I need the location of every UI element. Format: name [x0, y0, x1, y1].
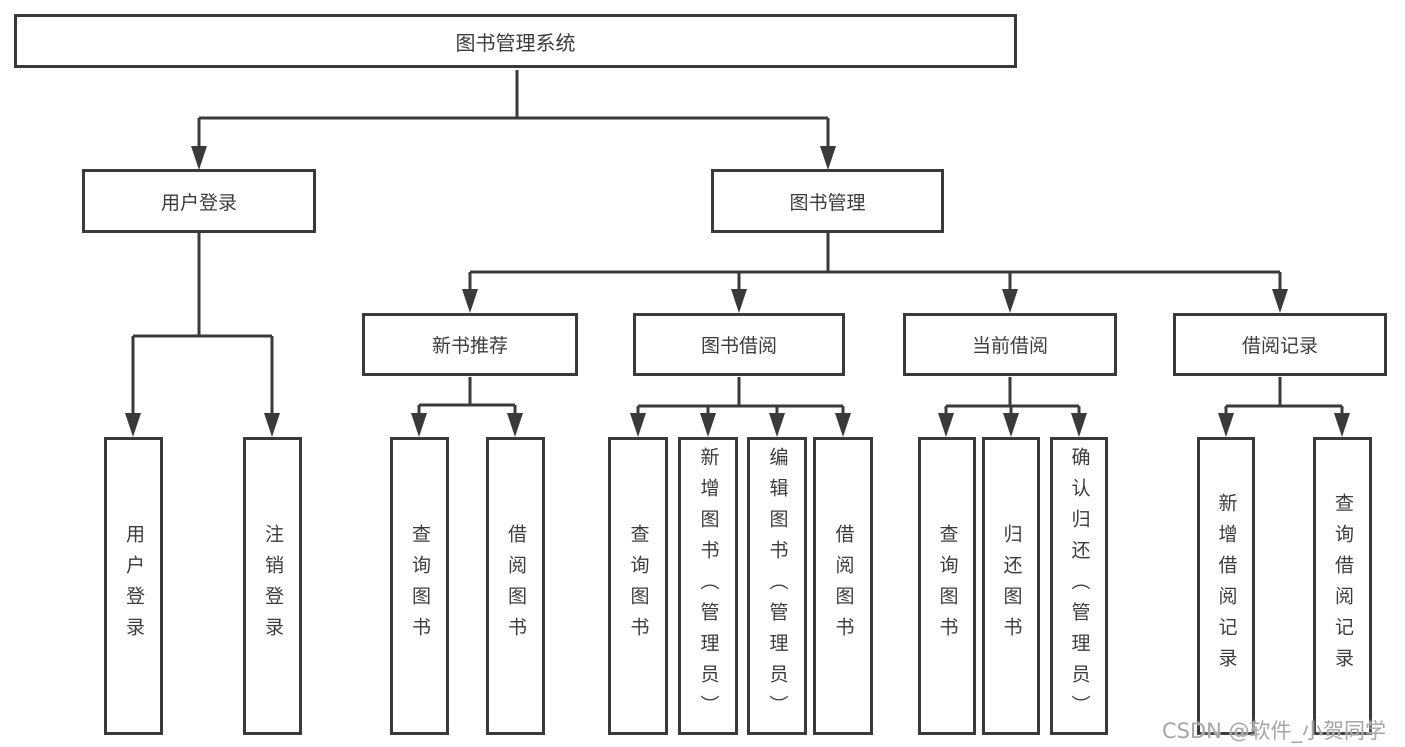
leaf-borrow-books: 借阅图书 — [813, 437, 873, 735]
leaf-user-login-label: 用户登录 — [123, 524, 145, 648]
leaf-query-borrow-record-label: 查询借阅记录 — [1332, 493, 1354, 679]
node-book-borrow: 图书借阅 — [633, 313, 845, 376]
node-book-management: 图书管理 — [711, 169, 944, 233]
node-current-borrow-label: 当前借阅 — [971, 335, 1048, 357]
node-current-borrow: 当前借阅 — [903, 313, 1117, 376]
node-new-book-recommend-label: 新书推荐 — [431, 335, 508, 357]
leaf-add-book-admin-label: 新增图书（管理员） — [697, 446, 720, 726]
leaf-query-books-borrow-label: 查询图书 — [627, 524, 650, 648]
node-borrow-records: 借阅记录 — [1173, 313, 1387, 376]
leaf-edit-book-admin-label: 编辑图书（管理员） — [766, 446, 789, 726]
watermark-text: CSDN @软件_小贺同学 — [1162, 719, 1387, 743]
connector-book-borrow-children — [630, 377, 851, 437]
leaf-logout-label: 注销登录 — [262, 524, 284, 648]
leaf-query-books-current-label: 查询图书 — [936, 524, 959, 648]
leaf-confirm-return-admin-label: 确认归还（管理员） — [1068, 446, 1091, 726]
connector-book-management-children — [462, 233, 1288, 313]
leaf-return-books: 归还图书 — [982, 437, 1040, 735]
leaf-query-borrow-record: 查询借阅记录 — [1313, 437, 1372, 735]
leaf-user-login: 用户登录 — [104, 437, 163, 735]
leaf-edit-book-admin: 编辑图书（管理员） — [747, 437, 807, 735]
node-user-login-label: 用户登录 — [160, 191, 237, 214]
leaf-query-books-borrow: 查询图书 — [608, 437, 668, 735]
connector-current-borrow-children — [938, 377, 1087, 437]
node-new-book-recommend: 新书推荐 — [362, 313, 578, 376]
node-borrow-records-label: 借阅记录 — [1241, 335, 1318, 357]
leaf-borrow-books-recommend-label: 借阅图书 — [505, 524, 527, 648]
node-user-login: 用户登录 — [82, 169, 316, 233]
leaf-add-borrow-record: 新增借阅记录 — [1197, 437, 1255, 735]
node-book-borrow-label: 图书借阅 — [700, 335, 777, 357]
leaf-confirm-return-admin: 确认归还（管理员） — [1050, 437, 1108, 735]
leaf-query-books-current: 查询图书 — [918, 437, 976, 735]
node-library-system-label: 图书管理系统 — [455, 30, 576, 55]
node-book-management-label: 图书管理 — [789, 191, 866, 214]
leaf-logout: 注销登录 — [243, 437, 302, 735]
leaf-add-book-admin: 新增图书（管理员） — [678, 437, 738, 735]
leaf-query-books-recommend-label: 查询图书 — [409, 524, 431, 648]
leaf-return-books-label: 归还图书 — [1000, 524, 1023, 648]
connector-new-book-children — [411, 377, 523, 437]
leaf-add-borrow-record-label: 新增借阅记录 — [1215, 493, 1238, 679]
connector-root-to-level2 — [191, 70, 836, 170]
leaf-borrow-books-recommend: 借阅图书 — [486, 437, 545, 735]
connector-borrow-records-children — [1218, 377, 1350, 437]
node-library-system: 图书管理系统 — [14, 14, 1017, 68]
leaf-query-books-recommend: 查询图书 — [390, 437, 449, 735]
connector-user-login-children — [125, 233, 280, 437]
leaf-borrow-books-label: 借阅图书 — [832, 524, 855, 648]
